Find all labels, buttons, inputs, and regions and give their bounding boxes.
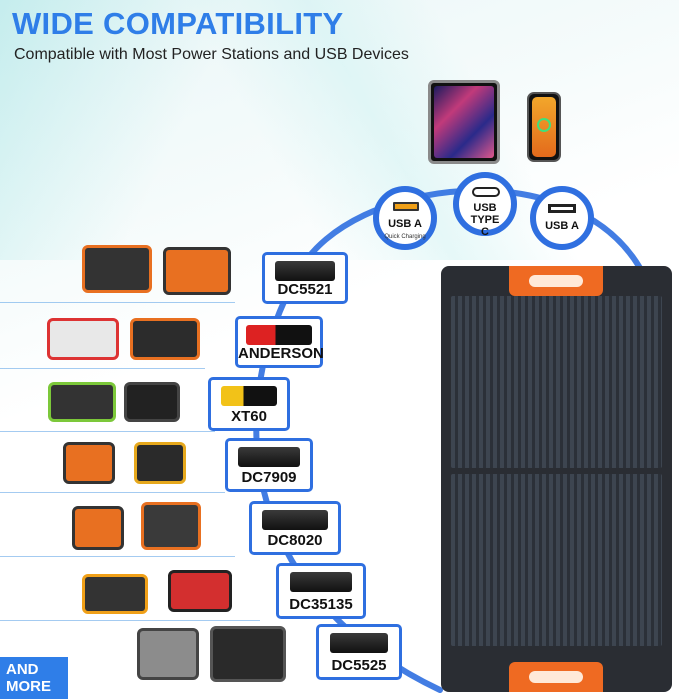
port-sublabel: Quick Charging xyxy=(384,234,426,240)
power-station-icon xyxy=(210,626,286,682)
power-station-icon xyxy=(47,318,119,360)
connector-dc5525: DC5525 xyxy=(316,624,402,680)
badge-line: MORE xyxy=(6,678,51,695)
panel-handle-top xyxy=(509,266,603,296)
connector-label: ANDERSON xyxy=(238,345,324,362)
power-station-icon xyxy=(63,442,115,484)
power-station-icon xyxy=(168,570,232,612)
dc-plug-icon xyxy=(290,572,352,592)
connector-dc35135: DC35135 xyxy=(276,563,366,619)
port-label: USB A xyxy=(545,220,579,232)
dc-plug-icon xyxy=(238,447,300,467)
power-station-icon xyxy=(48,382,116,422)
power-station-icon xyxy=(163,247,231,295)
dc-plug-icon xyxy=(275,261,335,281)
power-station-icon xyxy=(141,502,201,550)
power-station-icon xyxy=(124,382,180,422)
connector-label: DC8020 xyxy=(267,532,323,549)
separator xyxy=(0,431,215,432)
connector-label: XT60 xyxy=(231,408,267,425)
power-station-icon xyxy=(137,628,199,680)
page-subtitle: Compatible with Most Power Stations and … xyxy=(14,46,409,63)
connector-label: DC35135 xyxy=(289,596,353,613)
power-station-icon xyxy=(134,442,186,484)
port-label: USB A xyxy=(388,218,422,230)
separator xyxy=(0,620,260,621)
dc-plug-icon xyxy=(330,633,388,653)
badge-line: AND xyxy=(6,661,39,678)
connector-xt60: XT60 xyxy=(208,377,290,431)
panel-handle-bottom xyxy=(509,662,603,692)
power-station-icon xyxy=(82,574,148,614)
connector-dc8020: DC8020 xyxy=(249,501,341,555)
xt60-plug-icon xyxy=(221,386,277,406)
connector-dc5521: DC5521 xyxy=(262,252,348,304)
dc-plug-icon xyxy=(262,510,328,530)
smartphone-icon xyxy=(527,92,561,162)
connector-label: DC5521 xyxy=(277,281,333,298)
connector-dc7909: DC7909 xyxy=(225,438,313,492)
solar-panel-icon xyxy=(441,266,672,692)
power-station-icon xyxy=(130,318,200,360)
separator xyxy=(0,492,225,493)
separator xyxy=(0,302,235,303)
connector-label: DC5525 xyxy=(331,657,387,674)
power-station-icon xyxy=(82,245,152,293)
connector-anderson: ANDERSON xyxy=(235,316,324,368)
port-usb-type-c: USB TYPE C xyxy=(453,172,517,238)
separator xyxy=(0,556,235,557)
separator xyxy=(0,368,205,369)
tablet-icon xyxy=(428,80,500,164)
usb-c-icon xyxy=(472,187,500,197)
and-more-badge: AND MORE xyxy=(0,657,68,699)
port-usb-a: USB A xyxy=(530,186,594,250)
solar-cells-bottom xyxy=(451,474,662,646)
anderson-plug-icon xyxy=(246,325,312,345)
power-station-icon xyxy=(72,506,124,550)
page-title: WIDE COMPATIBILITY xyxy=(12,6,344,41)
connector-label: DC7909 xyxy=(241,469,297,486)
port-label: USB TYPE C xyxy=(470,202,500,238)
usb-a-icon xyxy=(548,204,576,213)
port-usb-a-quick: USB A Quick Charging xyxy=(373,186,437,250)
usb-a-icon xyxy=(393,202,419,211)
solar-cells-top xyxy=(451,296,662,468)
